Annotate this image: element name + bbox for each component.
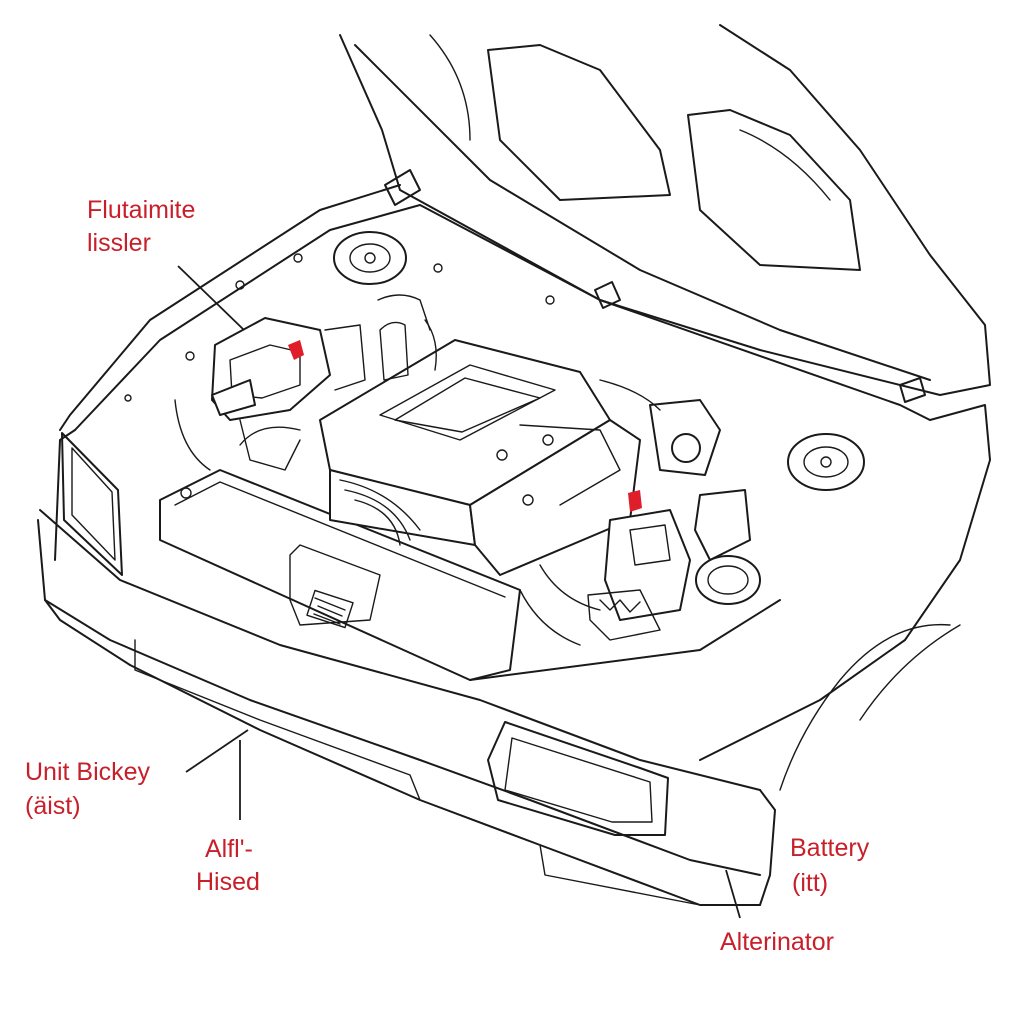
label-fluid-line2: lissler [87, 229, 151, 257]
leader-alternator [725, 869, 741, 919]
label-alternator: Alterinator [720, 928, 834, 956]
label-battery-line2: (itt) [792, 869, 829, 897]
hoses [124, 253, 661, 499]
red-marker-right [628, 490, 642, 512]
leader-unit [185, 729, 249, 773]
label-unit-line2: (äist) [25, 792, 81, 820]
engine-block [319, 339, 641, 576]
label-fluid-line1: Flutaimite [87, 196, 196, 224]
red-marker-left [288, 340, 304, 360]
fender-outline [54, 184, 991, 791]
front-bumper [37, 509, 776, 906]
hood [339, 24, 991, 403]
label-unit-line1: Unit Bickey [25, 758, 151, 786]
strut-tower-right [787, 433, 865, 491]
headlights [61, 432, 669, 836]
radiator-support [159, 469, 781, 681]
strut-tower-left [333, 231, 407, 285]
leader-fluid [177, 265, 245, 331]
battery-area [519, 399, 761, 646]
label-alf-line1: Alfl'- [205, 835, 253, 863]
label-alf-line2: Hised [196, 868, 260, 896]
label-battery-line1: Battery [790, 834, 870, 862]
